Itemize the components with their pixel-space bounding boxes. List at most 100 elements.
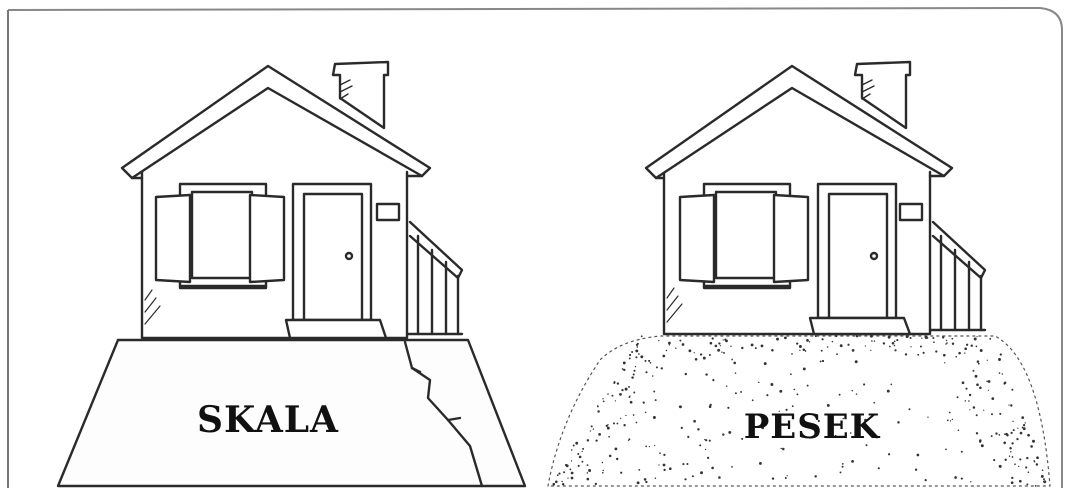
sand-grain — [815, 335, 817, 337]
sand-grain — [682, 343, 685, 346]
sand-grain — [957, 396, 959, 398]
sand-grain — [643, 401, 645, 403]
sand-grain — [557, 474, 559, 476]
sand-grain — [1043, 481, 1044, 482]
sand-grain — [681, 427, 683, 429]
sand-grain — [832, 341, 834, 343]
sand-grain — [909, 408, 911, 410]
sand-grain — [770, 383, 773, 386]
sand-grain — [700, 353, 702, 355]
sand-grain — [976, 383, 979, 386]
sand-grain — [791, 353, 793, 355]
sand-grain — [1028, 471, 1030, 473]
sand-grain — [814, 475, 816, 477]
sand-grain — [666, 350, 667, 351]
sand-grain — [619, 393, 622, 396]
sand-grain — [752, 399, 754, 401]
sand-grain — [625, 388, 628, 391]
sand-grain — [648, 360, 650, 362]
sand-grain — [555, 480, 558, 483]
sand-grain — [961, 451, 963, 453]
sand-grain — [852, 390, 854, 392]
sand-grain — [943, 354, 946, 357]
sand-grain — [873, 402, 875, 404]
door — [304, 194, 362, 320]
sand-grain — [932, 337, 934, 339]
sand-grain — [764, 362, 767, 365]
sand-grain — [1019, 458, 1021, 460]
sand-grain — [894, 345, 896, 347]
sand-grain — [1022, 427, 1024, 429]
sand-grain — [718, 476, 721, 479]
sand-grain — [636, 422, 638, 424]
sand-grain — [961, 478, 963, 480]
sand-grain — [979, 439, 982, 442]
sand-grain — [751, 343, 754, 346]
label-rock: SKALA — [197, 399, 339, 441]
sand-grain — [1004, 381, 1007, 384]
sand-grain — [785, 477, 787, 479]
sand-grain — [668, 342, 671, 345]
sand-grain — [705, 373, 707, 375]
sand-grain — [856, 335, 858, 337]
sand-grain — [865, 345, 866, 346]
sand-grain — [578, 465, 580, 467]
sand-grain — [571, 472, 574, 475]
sand-grain — [976, 336, 977, 337]
sand-grain — [822, 338, 824, 340]
sand-grain — [980, 349, 983, 352]
sand-grain — [709, 405, 712, 408]
label-sand: PESEK — [744, 407, 881, 447]
sand-grain — [805, 350, 807, 352]
sand-grain — [1009, 456, 1010, 457]
sand-grain — [856, 393, 857, 394]
sand-grain — [621, 389, 623, 391]
sand-grain — [575, 442, 578, 445]
sand-grain — [1011, 389, 1013, 391]
sand-grain — [637, 481, 640, 484]
sand-grain — [656, 366, 658, 368]
sand-grain — [964, 347, 967, 350]
sand-grain — [981, 444, 984, 447]
sand-grain — [707, 457, 709, 459]
sand-grain — [731, 466, 733, 468]
sand-grain — [887, 390, 890, 393]
sand-grain — [787, 475, 788, 476]
sand-grain — [999, 465, 1001, 467]
sand-grain — [608, 436, 610, 438]
window-shutter-left — [156, 195, 190, 282]
sand-grain — [871, 340, 873, 342]
door — [829, 194, 887, 318]
sand-grain — [821, 350, 823, 352]
sand-grain — [612, 395, 614, 397]
sand-grain — [890, 384, 892, 386]
sand-grain — [628, 386, 630, 388]
sand-grain — [796, 393, 798, 395]
sand-grain — [638, 469, 640, 471]
sand-grain — [682, 463, 684, 465]
sand-grain — [949, 412, 951, 414]
sand-grain — [835, 335, 837, 337]
sand-grain — [595, 439, 597, 441]
sand-grain — [597, 405, 598, 406]
sand-grain — [597, 410, 599, 412]
sand-grain — [653, 416, 656, 419]
sand-grain — [964, 352, 965, 353]
sand-grain — [620, 418, 621, 419]
sand-grain — [712, 379, 714, 381]
sand-grain — [709, 354, 711, 356]
sand-grain — [695, 358, 698, 361]
sand-grain — [561, 481, 562, 482]
sand-grain — [1036, 463, 1038, 465]
sand-grain — [951, 338, 953, 340]
sand-grain — [602, 470, 603, 471]
sand-grain — [947, 420, 949, 422]
sand-grain — [653, 391, 655, 393]
sand-grain — [625, 415, 626, 416]
sand-grain — [1016, 438, 1018, 440]
sand-grain — [638, 353, 640, 355]
sand-grain — [684, 478, 686, 480]
sand-grain — [631, 376, 633, 378]
sand-grain — [772, 477, 774, 479]
sand-grain — [1018, 466, 1019, 467]
